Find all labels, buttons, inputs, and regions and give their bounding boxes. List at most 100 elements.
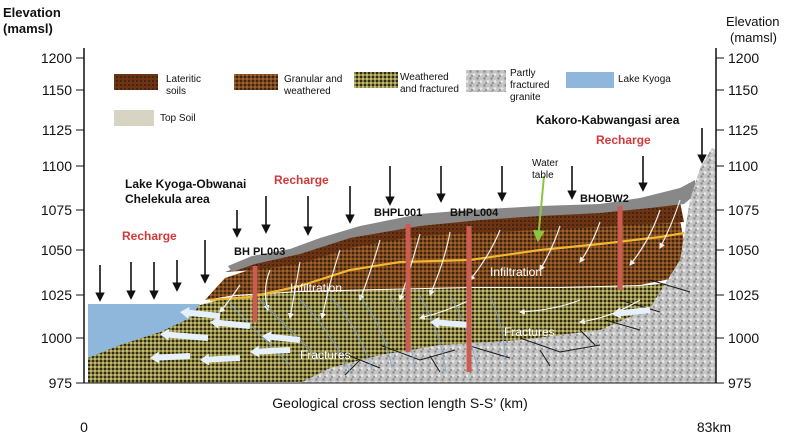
legend-label-lateritic-2: soils [166,86,186,97]
legend-swatch-lateritic [114,74,158,90]
legend-swatch-lake [566,72,614,88]
infiltration-label-1: Infiltration [290,281,342,295]
borehole-shaft [252,266,258,322]
left-axis-title-line2: (mamsl) [3,21,53,36]
borehole-shaft [405,224,411,352]
infiltration-flow-arrow [219,284,241,313]
legend-swatch-granite [466,70,506,92]
area-label-west-line2: Chelekula area [125,192,210,206]
infiltration-flow-arrow [659,199,681,250]
lateral-flow-arrow [160,328,209,341]
legend-swatch-weathered [354,72,398,88]
infiltration-flow-arrow [579,221,601,263]
borehole-label-bhpl001: BHPL001 [374,207,422,219]
infiltration-flow-arrow [539,225,561,272]
right-axis-title-line2: (mamsl) [730,30,777,45]
left-tick-label: 1150 [42,82,72,98]
water-table-line [209,231,685,302]
left-tick-label: 1000 [41,330,72,346]
right-axis-title-line1: Elevation [726,14,779,29]
x-axis-end-label: 83km [697,419,731,435]
borehole-shaft [466,226,472,372]
lake-kyoga-water [88,304,200,358]
right-tick-label: 1150 [728,82,758,98]
lateritic-layer [225,202,684,272]
annotations: Lake Kyoga-Obwanai Chelekula area Kakoro… [122,113,680,362]
left-tick-label: 1050 [41,242,72,258]
left-tick-label: 975 [49,375,73,391]
infiltration-flow-arrow [287,261,301,320]
lateral-flow-arrow [210,316,251,329]
lateral-flow-arrow [612,307,651,320]
infiltration-flow-arrow [578,299,641,325]
legend-label-granite-2: fractured [510,80,549,91]
left-tick-labels: 1200 1150 1125 1100 1075 1050 1025 1000 975 [41,50,84,391]
recharge-label-1: Recharge [122,229,177,243]
recharge-arrows [95,128,707,302]
left-tick-label: 1025 [41,287,72,303]
area-label-east: Kakoro-Kabwangasi area [536,113,680,127]
right-tick-label: 1200 [728,50,759,66]
fractures-label-1: Fractures [504,325,555,339]
fracture-flow-line [299,299,351,373]
left-tick-label: 1125 [42,122,72,138]
right-tick-label: 1025 [728,287,759,303]
legend-label-lateritic-1: Lateritic [166,74,201,85]
bedrock-cracks [339,279,691,376]
right-tick-label: 975 [728,375,752,391]
borehole-label-bhpl004: BHPL004 [450,207,499,219]
recharge-label-3: Recharge [596,133,651,147]
fracture-flow-line [229,303,291,366]
x-axis-title: Geological cross section length S-S’ (km… [272,395,527,411]
lateral-flow-arrow [430,316,471,329]
right-tick-label: 1125 [728,122,758,138]
water-table-pointer [532,175,545,243]
borehole-label-bhpl003: BH PL003 [234,246,285,258]
lateral-flow-arrow [180,306,221,319]
lateral-flow-arrow [250,345,291,358]
left-axis-title-line1: Elevation [3,5,61,20]
lateral-flow-arrows [150,306,651,366]
borehole-label-bhobw2: BHOBW2 [580,193,629,205]
lateral-flow-arrow [150,351,191,364]
fracture-flow-line [259,299,321,361]
fracture-flow-line [419,295,447,373]
lateral-flow-arrow [262,330,301,343]
legend: Lateritic soils Granular and weathered W… [114,68,671,126]
x-axis-start-label: 0 [80,419,88,435]
lateral-flow-arrow [200,353,241,366]
infiltration-flow-arrow [629,209,661,266]
area-label-west-line1: Lake Kyoga-Obwanai [125,177,246,191]
infiltration-flow-arrow [358,239,381,302]
axes: 1200 1150 1125 1100 1075 1050 1025 1000 975 1200… [3,5,779,435]
infiltration-label-2: Infiltration [490,265,542,279]
right-tick-label: 1075 [728,202,759,218]
borehole-shaft [617,206,623,290]
boreholes [252,206,623,372]
left-tick-label: 1075 [41,202,72,218]
legend-label-granite-1: Partly [510,68,536,79]
fracture-flow-line [329,295,373,371]
left-tick-label: 1200 [41,50,72,66]
legend-label-topsoil: Top Soil [160,113,196,124]
infiltration-flow-arrow [418,299,471,320]
left-tick-label: 1100 [42,158,72,174]
legend-label-granite-3: granite [510,92,541,103]
legend-label-granular-1: Granular and [284,74,342,85]
right-tick-label: 1100 [728,158,758,174]
legend-swatch-topsoil [114,110,154,126]
infiltration-flow-arrow [320,249,341,320]
legend-label-lake: Lake Kyoga [618,74,671,85]
water-table-label-line1: Water [532,158,559,169]
infiltration-flow-arrow [429,231,451,297]
fractures-label-2: Fractures [300,348,351,362]
fracture-flow-line [489,295,506,361]
legend-swatch-granular [234,74,278,90]
infiltration-flow-arrow [518,299,581,315]
legend-label-granular-2: weathered [283,86,331,97]
infiltration-flow-arrow [469,229,501,281]
right-tick-label: 1050 [728,242,759,258]
legend-label-weathered-2: and fractured [400,84,459,95]
